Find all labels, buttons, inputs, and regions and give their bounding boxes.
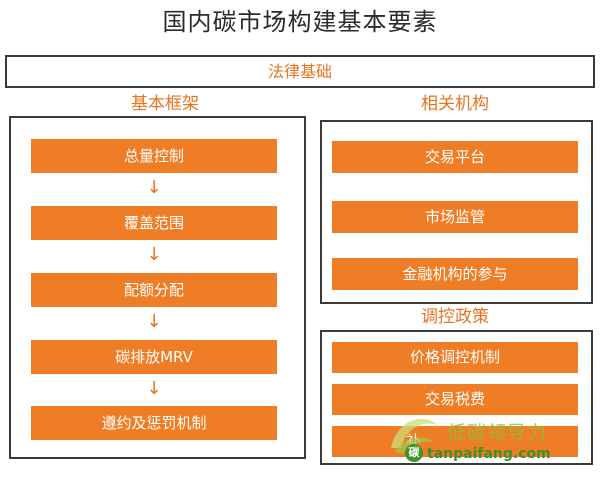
basic-framework-heading: 基本框架 bbox=[131, 94, 199, 114]
institution-financial-participation: 金融机构的参与 bbox=[332, 258, 578, 290]
watermark-logo-icon: 碳 bbox=[405, 444, 423, 462]
related-institutions-panel: 交易平台 市场监管 金融机构的参与 bbox=[320, 120, 593, 304]
legal-basis-bar: 法律基础 bbox=[5, 55, 595, 88]
policy-control-panel: 价格调控机制 交易税费 补 bbox=[320, 330, 593, 465]
framework-step-allocation: 配额分配 bbox=[31, 273, 277, 307]
legal-basis-label: 法律基础 bbox=[267, 62, 332, 81]
framework-step-mrv: 碳排放MRV bbox=[31, 340, 277, 374]
framework-step-compliance: 遵约及惩罚机制 bbox=[31, 406, 277, 440]
watermark-brand-text: 低碳领导力 bbox=[447, 422, 548, 444]
policy-trading-tax: 交易税费 bbox=[332, 384, 578, 415]
down-arrow-icon: ↓ bbox=[146, 378, 162, 399]
institution-market-supervision: 市场监管 bbox=[332, 201, 578, 233]
policy-price-control: 价格调控机制 bbox=[332, 342, 578, 373]
framework-step-coverage: 覆盖范围 bbox=[31, 206, 277, 240]
framework-step-total-control: 总量控制 bbox=[31, 139, 277, 173]
basic-framework-panel: 总量控制 ↓ 覆盖范围 ↓ 配额分配 ↓ 碳排放MRV ↓ 遵约及惩罚机制 bbox=[9, 116, 306, 459]
down-arrow-icon: ↓ bbox=[146, 311, 162, 332]
page-title: 国内碳市场构建基本要素 bbox=[162, 8, 438, 36]
policy-item-partial: 补 bbox=[332, 426, 578, 457]
policy-control-heading: 调控政策 bbox=[421, 307, 489, 327]
watermark: 低碳领导力 碳 tanpaifang.com bbox=[385, 408, 595, 468]
related-institutions-heading: 相关机构 bbox=[421, 94, 489, 114]
watermark-url: tanpaifang.com bbox=[427, 446, 551, 462]
down-arrow-icon: ↓ bbox=[146, 244, 162, 265]
institution-trading-platform: 交易平台 bbox=[332, 141, 578, 173]
down-arrow-icon: ↓ bbox=[146, 177, 162, 198]
